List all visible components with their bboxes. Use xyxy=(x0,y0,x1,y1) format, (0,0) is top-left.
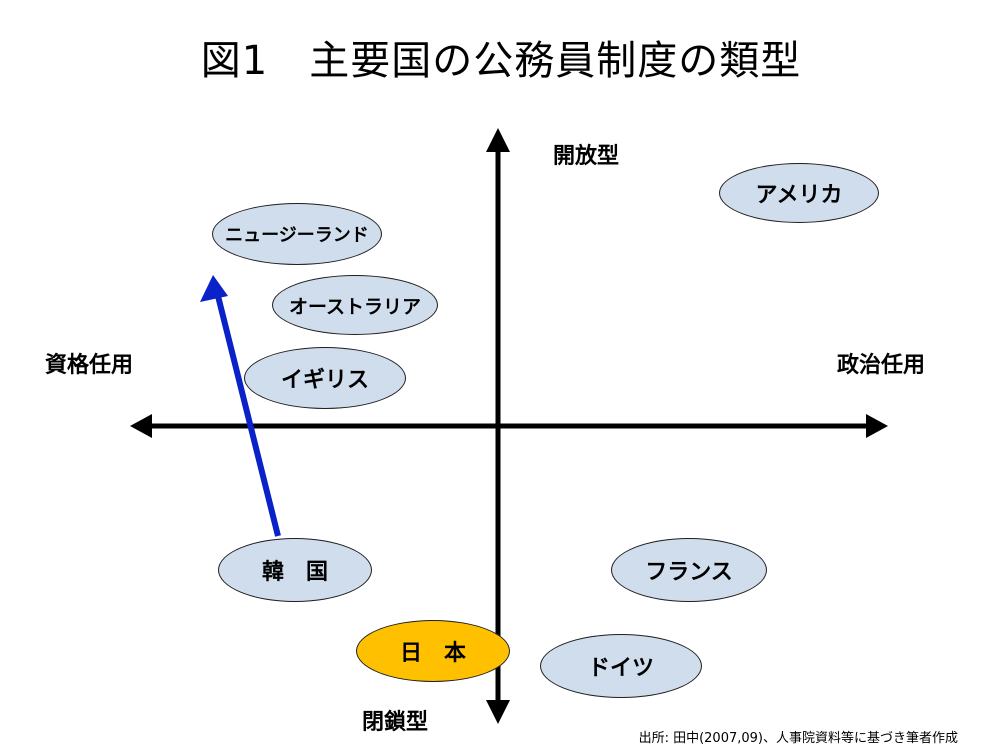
arrowhead-bottom xyxy=(486,700,510,724)
axis-label-political: 政治任用 xyxy=(837,353,926,378)
arrowhead-right xyxy=(866,414,888,438)
country-germany: ドイツ xyxy=(540,634,702,698)
arrowhead-top xyxy=(486,128,510,152)
korea-trajectory-arrow xyxy=(215,295,281,537)
axis-label-open: 開放型 xyxy=(553,144,620,169)
source-note: 出所: 田中(2007,09)、人事院資料等に基づき筆者作成 xyxy=(638,731,958,746)
korea-arrowhead xyxy=(200,275,228,302)
country-australia: オーストラリア xyxy=(272,275,438,335)
country-new-zealand: ニュージーランド xyxy=(212,203,382,265)
country-france: フランス xyxy=(611,538,767,602)
country-usa: アメリカ xyxy=(719,163,879,223)
axis-label-closed: 閉鎖型 xyxy=(362,710,429,735)
diagram-title: 図1 主要国の公務員制度の類型 xyxy=(200,38,802,84)
axis-label-merit: 資格任用 xyxy=(45,353,134,378)
country-uk: イギリス xyxy=(244,347,406,409)
country-japan: 日 本 xyxy=(356,620,510,682)
country-korea: 韓 国 xyxy=(218,538,372,602)
arrowhead-left xyxy=(130,414,152,438)
